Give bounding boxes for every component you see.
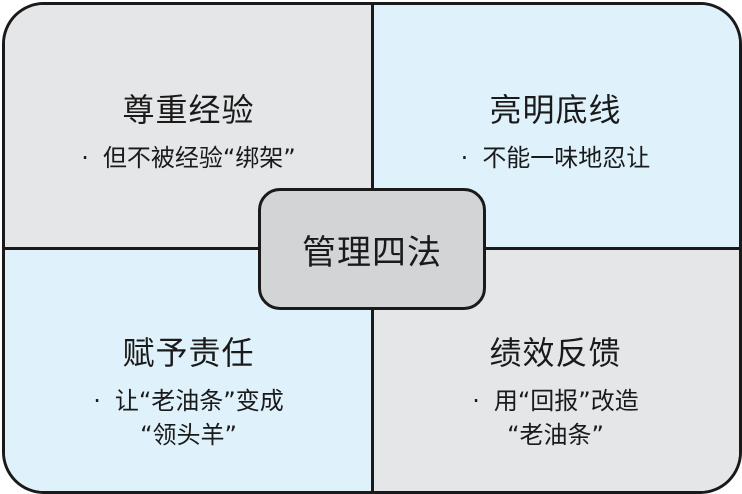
quadrant-title-bottom-line: 亮明底线 xyxy=(489,91,622,129)
quadrant-bottom-left: 赋予责任 · 让“老油条”变成 “领头羊” xyxy=(5,248,372,491)
quadrant-item-text: 用“回报”改造 xyxy=(493,387,639,415)
quadrant-item-text: 不能一味地忍让 xyxy=(482,144,651,172)
quadrant-top-left: 尊重经验 · 但不被经验“绑架” xyxy=(5,5,372,248)
bullet-dot: · xyxy=(460,144,469,172)
quadrant-item-text: 让“老油条”变成 xyxy=(114,387,284,415)
quadrant-item: · 不能一味地忍让 xyxy=(461,141,651,175)
quadrant-item-continuation: “领头羊” xyxy=(140,421,237,449)
center-title: 管理四法 xyxy=(302,232,442,273)
bullet-dot: · xyxy=(81,144,89,172)
quadrant-item-continuation: “老油条” xyxy=(507,421,604,449)
quadrant-item-text: 但不被经验“绑架” xyxy=(102,144,296,172)
quadrant-item: · 让“老油条”变成 xyxy=(93,384,284,418)
quadrant-item: · 但不被经验“绑架” xyxy=(81,141,296,175)
quadrant-title-performance-feedback: 绩效反馈 xyxy=(489,334,622,372)
bullet-dot: · xyxy=(472,387,480,415)
quadrant-item: · 用“回报”改造 xyxy=(472,384,639,418)
quadrant-title-respect-experience: 尊重经验 xyxy=(122,91,255,129)
bullet-dot: · xyxy=(93,387,101,415)
center-box: 管理四法 xyxy=(258,188,486,310)
quadrant-title-give-responsibility: 赋予责任 xyxy=(122,334,255,372)
